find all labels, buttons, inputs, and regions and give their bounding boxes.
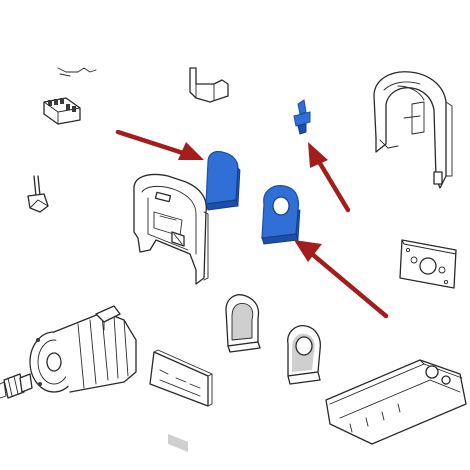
gray-cap-part (225, 294, 261, 353)
bracket-fragment-top (189, 67, 229, 103)
arrow-to-plate (294, 240, 389, 319)
circuit-board (149, 349, 213, 452)
arrow-to-cap (115, 129, 204, 160)
terminal-block (43, 97, 81, 125)
highlighted-plate-with-hole[interactable] (261, 185, 301, 245)
shaft-coupling (0, 373, 33, 399)
highlighted-cap-part[interactable] (205, 150, 241, 211)
connector-plate (399, 239, 457, 289)
base-rail (325, 359, 467, 445)
gray-plate-part (287, 325, 322, 385)
housing-cover (133, 173, 209, 285)
release-lever (27, 175, 49, 213)
plate-hole (272, 196, 290, 216)
handle-frame (373, 71, 453, 189)
highlighted-pin[interactable] (293, 99, 311, 135)
cable-fragment (57, 67, 97, 77)
electric-motor (29, 305, 137, 393)
arrow-to-pin (308, 142, 351, 213)
